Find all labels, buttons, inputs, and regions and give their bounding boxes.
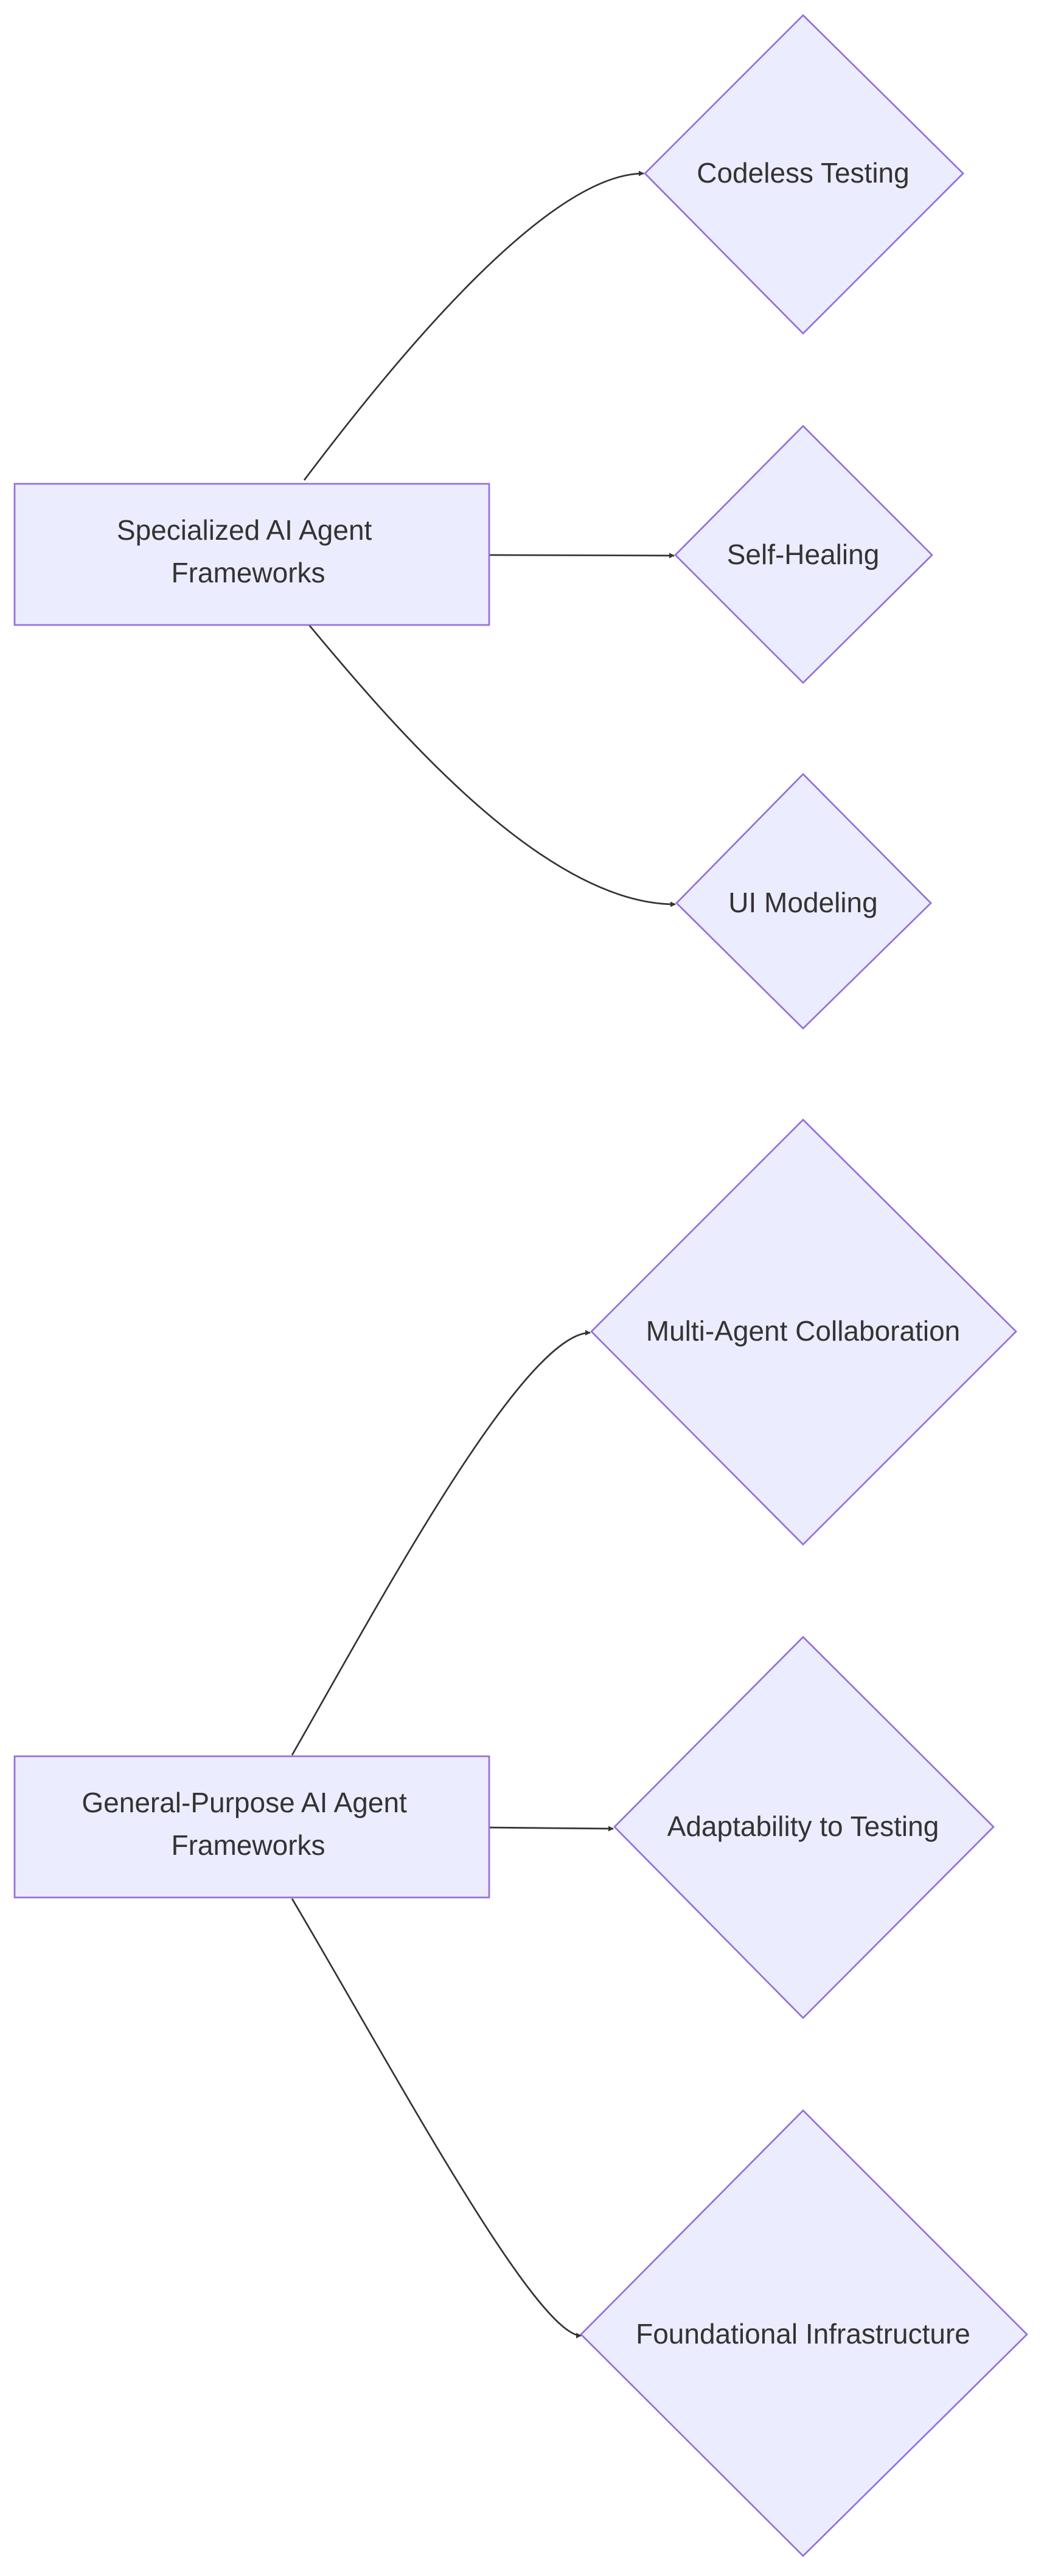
general-purpose-box	[13, 1755, 490, 1899]
foundational-infrastructure-diamond	[580, 2109, 1028, 2557]
multi-agent-collaboration-diamond	[590, 1119, 1017, 1546]
specialized-label: Specialized AI Agent Frameworks	[117, 514, 380, 588]
adaptability-to-testing-label: Adaptability to Testing	[667, 1810, 939, 1842]
ui-modeling-label: UI Modeling	[728, 887, 877, 918]
specialized-label-line1: Specialized AI Agent	[117, 514, 372, 546]
general-purpose-label-line2: Frameworks	[171, 1829, 325, 1861]
edge-specialized-to-codeless	[303, 170, 644, 481]
ui-modeling-diamond	[675, 773, 932, 1030]
adaptability-to-testing-diamond	[613, 1636, 995, 2019]
node-ui-modeling: UI Modeling	[675, 773, 932, 1030]
edge-general-to-foundational	[291, 1898, 582, 2339]
codeless-testing-label: Codeless Testing	[697, 157, 909, 189]
node-self-healing: Self-Healing	[674, 425, 933, 684]
node-multi-agent-collaboration: Multi-Agent Collaboration	[590, 1119, 1017, 1546]
edge-general-to-adaptability	[486, 1826, 614, 1832]
general-purpose-label-line1: General-Purpose AI Agent	[82, 1787, 407, 1818]
general-purpose-label: General-Purpose AI Agent Frameworks	[82, 1787, 414, 1861]
node-adaptability-to-testing: Adaptability to Testing	[613, 1636, 995, 2019]
specialized-box	[13, 483, 490, 626]
codeless-testing-diamond	[644, 14, 964, 335]
foundational-infrastructure-label: Foundational Infrastructure	[636, 2318, 970, 2350]
edges	[291, 170, 676, 2339]
node-general-purpose: General-Purpose AI Agent Frameworks	[13, 1755, 490, 1899]
edge-general-to-multi-agent	[291, 1330, 591, 1756]
multi-agent-collaboration-label: Multi-Agent Collaboration	[646, 1315, 961, 1347]
node-foundational-infrastructure: Foundational Infrastructure	[580, 2109, 1028, 2557]
specialized-label-line2: Frameworks	[171, 557, 325, 588]
edge-specialized-to-ui-modeling	[308, 624, 676, 907]
self-healing-label: Self-Healing	[727, 539, 880, 570]
edge-specialized-to-self-healing	[486, 553, 675, 559]
self-healing-diamond	[674, 425, 933, 684]
node-codeless-testing: Codeless Testing	[644, 14, 964, 335]
node-specialized: Specialized AI Agent Frameworks	[13, 483, 490, 626]
